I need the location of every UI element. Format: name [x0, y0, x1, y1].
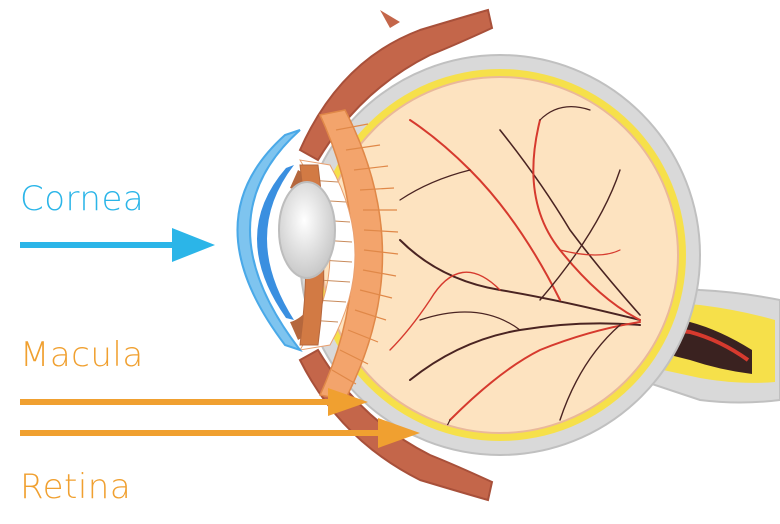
ciliary-body [318, 109, 399, 401]
cornea-label: Cornea [20, 179, 145, 219]
macula-arrow [20, 388, 368, 416]
superior-muscle [298, 8, 494, 162]
retina-label: Retina [20, 467, 132, 507]
macula-label: Macula [20, 335, 144, 375]
cornea [236, 129, 303, 352]
retinal-vessels [389, 106, 641, 433]
lens [278, 181, 336, 279]
inferior-muscle [298, 348, 494, 502]
retina-arrow [20, 418, 420, 448]
cornea-arrow [20, 228, 215, 262]
